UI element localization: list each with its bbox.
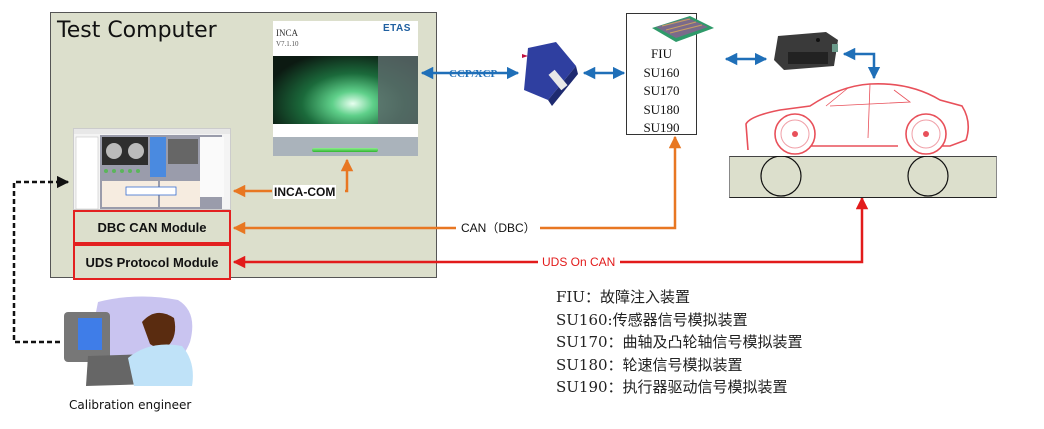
fiu-label: FIU bbox=[651, 46, 672, 61]
su180-label: SU180 bbox=[643, 102, 680, 117]
inca-version: V7.1.10 bbox=[276, 40, 299, 48]
car-icon bbox=[745, 83, 970, 155]
engineer-link bbox=[12, 175, 70, 344]
uds-on-can-link bbox=[620, 196, 869, 264]
can-dbc-link bbox=[540, 135, 682, 230]
can-dbc-label: CAN（DBC） bbox=[460, 221, 537, 235]
calibration-engineer-label: Calibration engineer bbox=[69, 398, 192, 412]
su170-label: SU170 bbox=[643, 83, 680, 98]
legend: FIU：故障注入装置 SU160:传感器信号模拟装置 SU170：曲轴及凸轮轴信… bbox=[556, 286, 803, 399]
calibration-app-screenshot bbox=[73, 128, 231, 210]
inca-loading-bar bbox=[312, 148, 378, 152]
inca-tunnel-image bbox=[273, 56, 418, 124]
fiu-board-icon bbox=[652, 16, 714, 42]
inca-com-label: INCA-COM bbox=[273, 185, 337, 199]
dyno-rollers bbox=[760, 156, 949, 197]
legend-item-su190: SU190：执行器驱动信号模拟装置 bbox=[556, 378, 788, 396]
dbc-can-module: DBC CAN Module bbox=[73, 210, 231, 244]
su160-label: SU160 bbox=[643, 65, 680, 80]
su190-label: SU190 bbox=[643, 120, 680, 135]
ccp-xcp-label: CCP/XCP bbox=[449, 68, 498, 80]
uds-on-can-label: UDS On CAN bbox=[541, 255, 617, 269]
legend-item-su180: SU180：轮速信号模拟装置 bbox=[556, 355, 743, 374]
calibration-engineer-icon bbox=[64, 296, 193, 386]
ecu-icon bbox=[774, 32, 838, 70]
legend-item-su170: SU170：曲轴及凸轮轴信号模拟装置 bbox=[556, 333, 803, 351]
etas-logo: ETAS bbox=[383, 23, 411, 34]
uds-protocol-module: UDS Protocol Module bbox=[73, 244, 231, 280]
legend-item-su160: SU160:传感器信号模拟装置 bbox=[556, 310, 748, 329]
can-interface-device-icon bbox=[522, 42, 578, 106]
app-thumbnail-graphic bbox=[74, 129, 230, 209]
ecu-car-link bbox=[842, 47, 881, 80]
inca-com-link bbox=[340, 158, 354, 193]
inca-product-name: INCA bbox=[276, 28, 298, 38]
chassis-dyno bbox=[729, 156, 997, 198]
legend-item-fiu: FIU：故障注入装置 bbox=[556, 288, 690, 306]
inca-splash-footer bbox=[273, 137, 418, 156]
test-computer-title: Test Computer bbox=[57, 18, 217, 43]
